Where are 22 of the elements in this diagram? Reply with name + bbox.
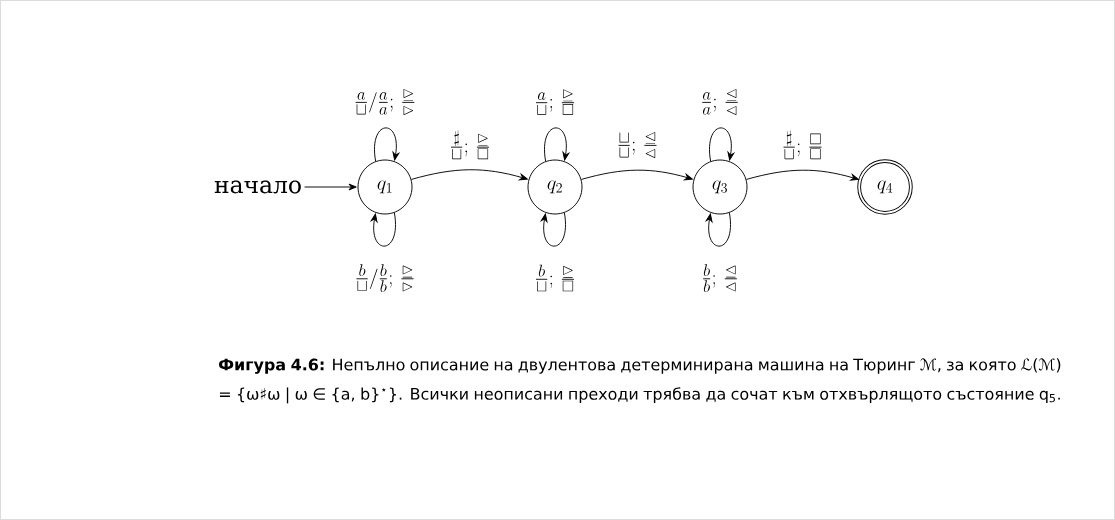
edge-label: $\frac{\sharp}{\sqcup};\,\frac{\unrhd}{\square}$ <box>448 129 492 161</box>
accepting-state: $q_4$ <box>857 159 913 215</box>
loop-arrow <box>374 127 400 162</box>
edge-label: $\frac{a}{a};\,\frac{\unlhd}{\lhd}$ <box>699 87 741 117</box>
arrow <box>580 169 693 181</box>
edge-label: $\frac{a}{\sqcup}\big/\frac{a}{a};\,\frac{\unrhd}{\rhd}$ <box>353 87 417 117</box>
arrow <box>410 169 528 181</box>
edge-label: $\frac{\sharp}{\sqcup};\,\frac{\square}{\square}$ <box>780 129 825 161</box>
edge-label: $\frac{b}{b};\,\frac{\unlhd}{\lhd}$ <box>700 263 740 293</box>
loop-arrow <box>540 212 566 247</box>
arrow <box>304 183 357 191</box>
loop-arrow <box>709 127 735 162</box>
loop-arrow <box>705 212 731 247</box>
arrow <box>745 169 859 181</box>
start-label: начало <box>214 180 301 194</box>
loop-arrow <box>370 212 396 247</box>
edge-label: $\frac{a}{\sqcup};\,\frac{\unrhd}{\square}$ <box>533 88 577 116</box>
loop-arrow <box>544 127 570 162</box>
edge-label: $\frac{b}{\sqcup};\,\frac{\unrhd}{\square}$ <box>533 263 577 293</box>
figure-caption: Фигура 4.6: Непълно описание на двулентова детерминирана машина на Тюринг ℳ, за която ℒ(ℳ) = {ω♯ω | ω ∈ {a, b}$^{⋆}$}. Всички неописани преходи трябва да сочат към отхвърлящото състояние q$_{5}$. <box>219 358 1061 404</box>
edge-label: $\frac{\sqcup}{\sqcup};\,\frac{\unlhd}{\lhd}$ <box>615 130 660 160</box>
edge-label: $\frac{b}{\sqcup}\big/\frac{b}{b};\,\frac{\unrhd}{\rhd}$ <box>353 263 417 293</box>
